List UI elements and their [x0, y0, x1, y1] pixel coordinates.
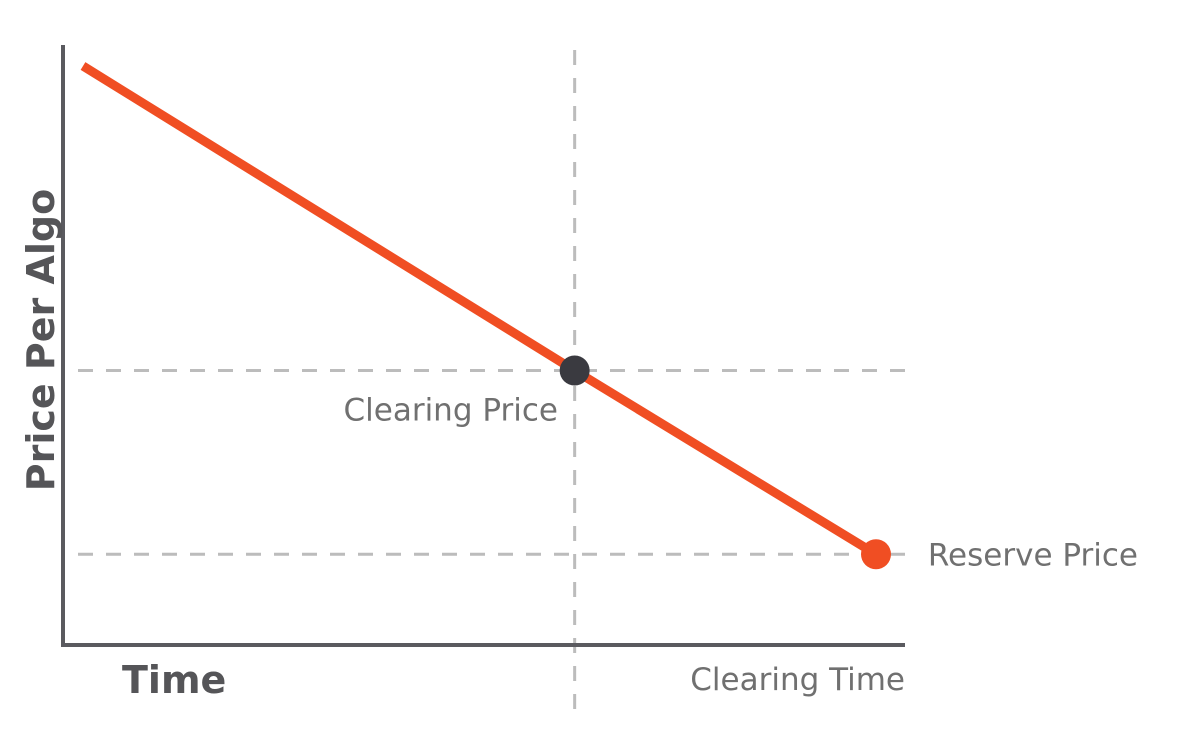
- guide-lines: [78, 50, 905, 712]
- axes: [61, 45, 905, 647]
- y-axis-title: Price Per Algo: [19, 189, 63, 491]
- points: [559, 355, 891, 570]
- clearing-point: [559, 355, 590, 386]
- reserve-price-label: Reserve Price: [928, 537, 1138, 573]
- reserve-point: [861, 539, 891, 570]
- clearing-time-label: Clearing Time: [690, 662, 905, 698]
- labels: Price Per Algo Time Clearing Price Reser…: [19, 189, 1138, 702]
- clearing-price-label: Clearing Price: [344, 393, 559, 429]
- x-axis-title: Time: [122, 658, 226, 702]
- price-line: [80, 62, 879, 559]
- series: [80, 62, 879, 559]
